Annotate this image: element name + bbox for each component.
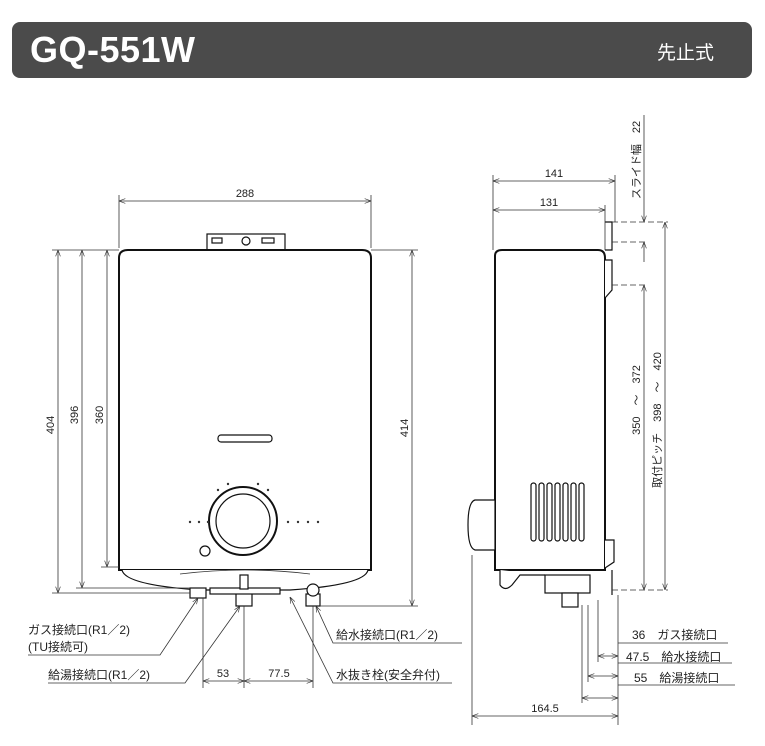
front-body (118, 249, 372, 571)
hot-water-offset-label: 55 給湯接続口 (634, 670, 719, 685)
drain-plug (239, 574, 249, 590)
dim-414: 414 (399, 419, 411, 437)
wall-bracket-top (604, 259, 613, 299)
wall-bracket-bottom (604, 539, 615, 569)
side-dimensions: 141 131 スライド幅 22 350 ～ 372 取付ピッチ 398 ～ 4… (471, 115, 735, 725)
type-label: 先止式 (656, 42, 714, 64)
dim-360: 360 (94, 406, 106, 424)
pilot-window (199, 545, 211, 557)
side-view (467, 221, 615, 608)
hot-water-connection-label: 給湯接続口(R1／2) (48, 667, 150, 682)
front-view (118, 233, 372, 607)
front-dimensions: 288 404 396 360 414 53 77.5 ガス接続口(R1／2) … (28, 188, 462, 688)
side-knob (467, 499, 496, 551)
title-bar: GQ-551W 先止式 (12, 22, 752, 78)
drain-plug-label: 水抜き栓(安全弁付) (336, 667, 440, 682)
side-fittings (544, 574, 591, 594)
mount-pitch-label: 取付ピッチ 398 ～ 420 (651, 352, 664, 488)
slide-width-label: スライド幅 22 (630, 121, 643, 199)
gas-fitting (189, 587, 207, 599)
dim-396: 396 (69, 406, 81, 424)
gas-connection-label: ガス接続口(R1／2) (28, 622, 130, 637)
handle-slot (217, 434, 273, 443)
water-connection-label: 給水接続口(R1／2) (336, 627, 438, 642)
dim-77-5: 77.5 (268, 668, 289, 680)
gas-offset-label: 36 ガス接続口 (632, 627, 717, 642)
dim-width: 288 (236, 188, 254, 200)
water-offset-label: 47.5 給水接続口 (626, 649, 721, 664)
dim-404: 404 (45, 416, 57, 434)
dim-53: 53 (217, 668, 229, 680)
model-title: GQ-551W (30, 29, 196, 70)
side-body (494, 249, 606, 571)
pitch-inner-label: 350 ～ 372 (631, 365, 643, 435)
dim-141: 141 (545, 168, 563, 180)
dim-131: 131 (540, 197, 558, 209)
dim-164-5: 164.5 (531, 703, 559, 715)
tu-connection-note: (TU接続可) (28, 639, 88, 654)
